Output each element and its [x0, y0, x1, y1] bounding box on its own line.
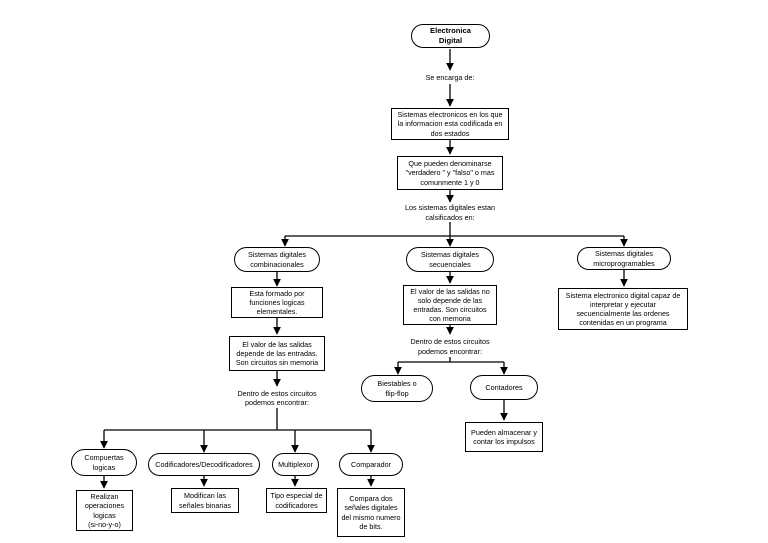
label-microprogramables: Sistemas digitales microprogramables: [593, 249, 655, 268]
node-pueden-denominarse: Que pueden denominarse "verdadero " y "f…: [397, 156, 503, 190]
node-valor-combinacionales: El valor de las salidas depende de las e…: [229, 336, 325, 371]
label-multiplexor: Multiplexor: [278, 459, 313, 469]
label-comparador-desc: Compara dos señales digitales del mismo …: [341, 494, 401, 531]
label-pueden-denominarse: Que pueden denominarse "verdadero " y "f…: [405, 159, 495, 187]
label-biestables: Biestables o flip-flop: [377, 379, 417, 398]
node-compuertas-desc: Realizan operaciones logicas (si-no-y-o): [76, 490, 133, 531]
node-comparador: Comparador: [339, 453, 403, 476]
label-codificadores-desc: Modifican las señales binarias: [179, 491, 231, 510]
label-dentro-combinacionales: Dentro de estos circuitos podemos encont…: [237, 388, 317, 407]
node-microprogramables-desc: Sistema electronico digital capaz de int…: [558, 288, 688, 330]
label-combinacionales: Sistemas digitales combinacionales: [248, 250, 306, 269]
label-contadores-desc: Pueden almacenar y contar los impulsos: [471, 427, 537, 446]
label-clasificados: Los sistemas digitales estan calsificado…: [405, 203, 495, 222]
label-comparador: Comparador: [351, 459, 391, 469]
node-codificadores: Codificadores/Decodificadores: [148, 453, 260, 476]
label-valor-secuenciales: El valor de las salidas no solo depende …: [410, 286, 490, 324]
node-biestables: Biestables o flip-flop: [361, 375, 433, 402]
node-combinacionales: Sistemas digitales combinacionales: [234, 247, 320, 272]
label-dentro-secuenciales: Dentro de estos circuitos podemos encont…: [410, 337, 490, 356]
label-sistemas-electronicos: Sistemas electronicos en los que la info…: [397, 110, 503, 138]
node-multiplexor-desc: Tipo especial de codificadores: [266, 488, 327, 513]
node-secuenciales: Sistemas digitales secuenciales: [406, 247, 494, 272]
label-secuenciales: Sistemas digitales secuenciales: [421, 250, 479, 269]
node-valor-secuenciales: El valor de las salidas no solo depende …: [403, 285, 497, 325]
label-codificadores: Codificadores/Decodificadores: [155, 459, 253, 469]
node-compuertas: Compuertas logicas: [71, 449, 137, 476]
node-codificadores-desc: Modifican las señales binarias: [171, 488, 239, 513]
label-electronica-digital: Electronica Digital: [430, 26, 471, 45]
label-valor-combinacionales: El valor de las salidas depende de las e…: [235, 339, 319, 368]
text-dentro-secuenciales: Dentro de estos circuitos podemos encont…: [395, 336, 505, 357]
node-electronica-digital: Electronica Digital: [411, 24, 490, 48]
node-sistemas-electronicos: Sistemas electronicos en los que la info…: [391, 108, 509, 140]
text-clasificados: Los sistemas digitales estan calsificado…: [395, 203, 505, 222]
node-multiplexor: Multiplexor: [272, 453, 319, 476]
label-multiplexor-desc: Tipo especial de codificadores: [270, 491, 323, 510]
label-se-encarga: Se encarga de:: [425, 72, 475, 82]
node-contadores-desc: Pueden almacenar y contar los impulsos: [465, 422, 543, 452]
node-esta-formado: Esta formado por funciones logicas eleme…: [231, 287, 323, 318]
node-comparador-desc: Compara dos señales digitales del mismo …: [337, 488, 405, 537]
label-compuertas-desc: Realizan operaciones logicas (si-no-y-o): [84, 492, 125, 529]
node-microprogramables: Sistemas digitales microprogramables: [577, 247, 671, 270]
label-microprogramables-desc: Sistema electronico digital capaz de int…: [565, 290, 681, 328]
label-esta-formado: Esta formado por funciones logicas eleme…: [249, 288, 305, 317]
label-contadores: Contadores: [485, 382, 523, 392]
text-se-encarga: Se encarga de:: [405, 72, 495, 83]
text-dentro-combinacionales: Dentro de estos circuitos podemos encont…: [222, 388, 332, 408]
node-contadores: Contadores: [470, 375, 538, 400]
label-compuertas: Compuertas logicas: [84, 453, 124, 472]
